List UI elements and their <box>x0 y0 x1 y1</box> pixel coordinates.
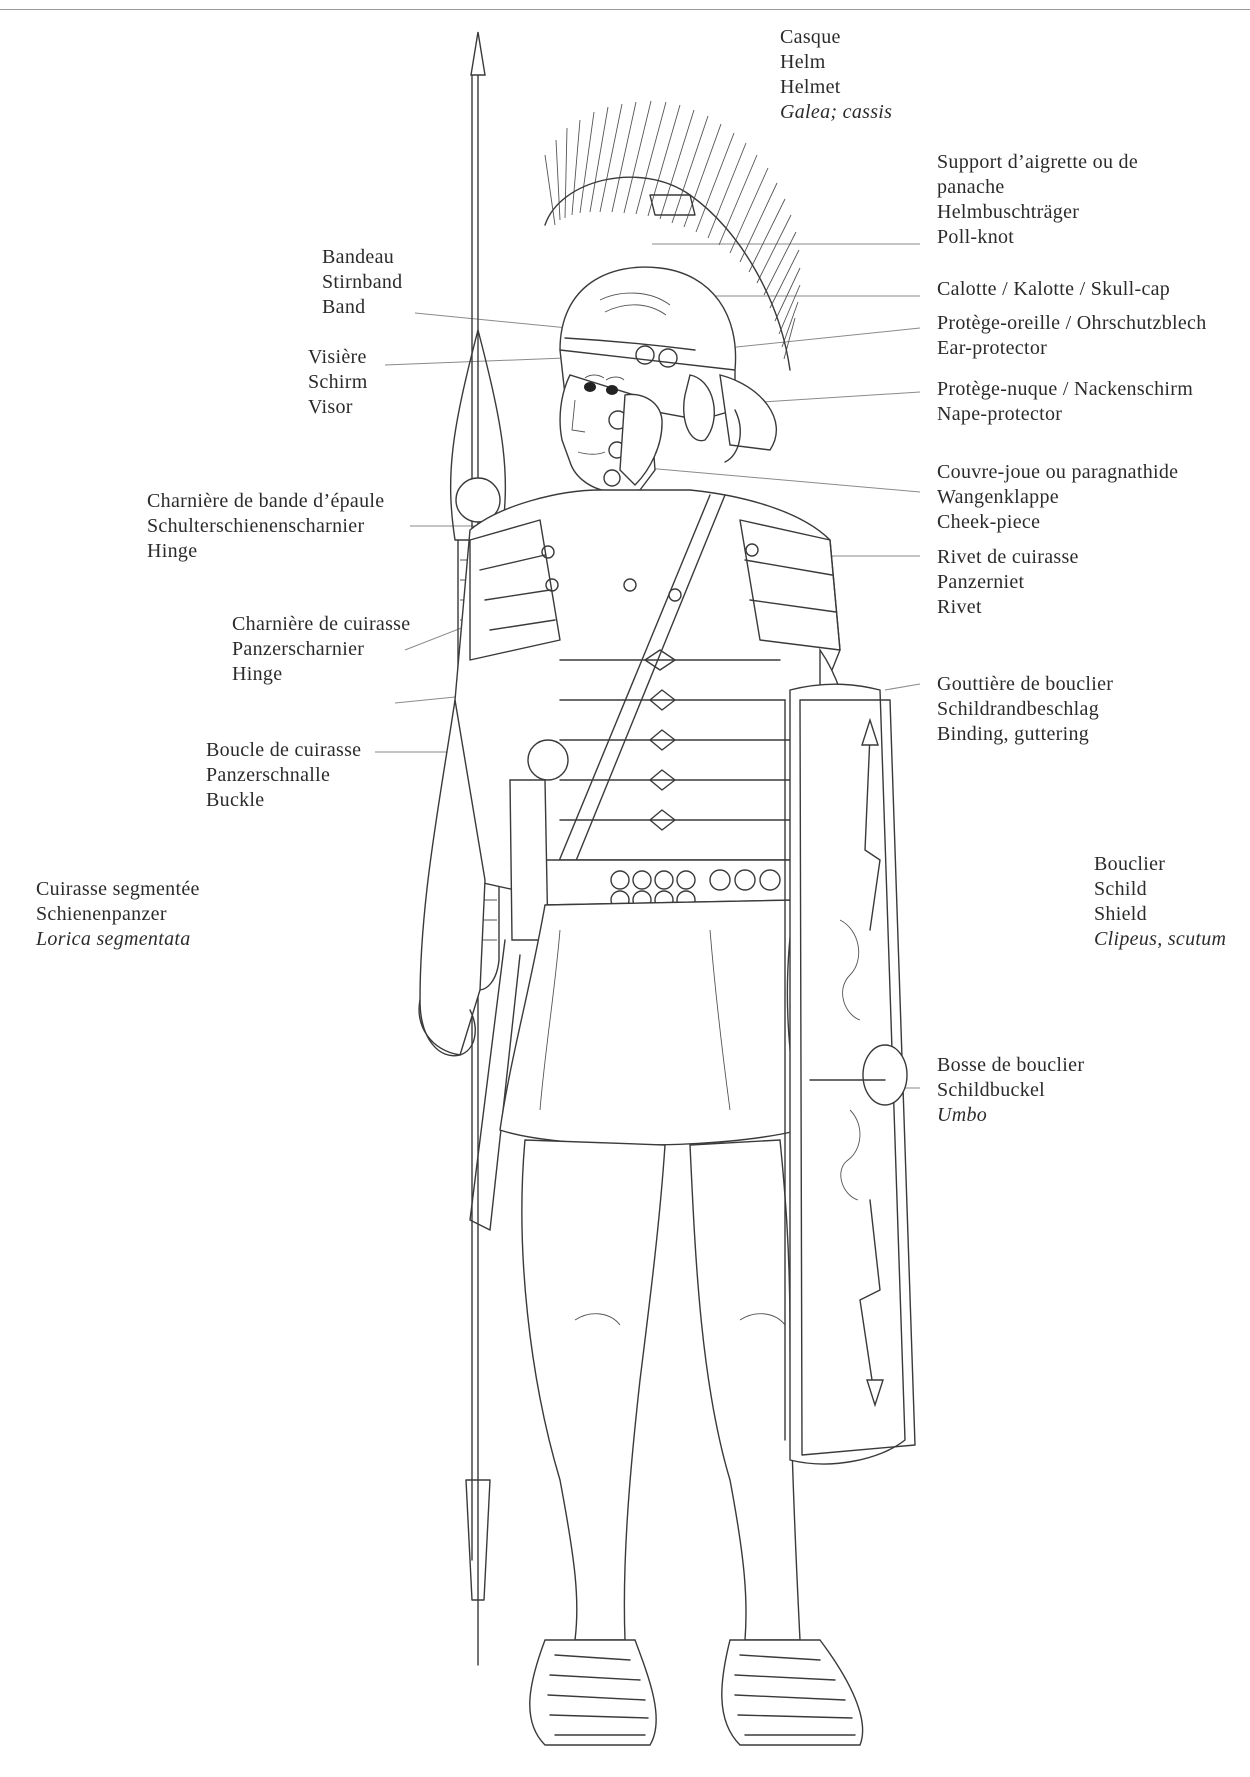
tunic <box>500 900 800 1145</box>
label-nape-protector-en: Nape-protector <box>937 402 1193 427</box>
label-shield-binding-de: Schildrandbeschlag <box>937 697 1113 722</box>
label-helmet-fr: Casque <box>780 25 892 50</box>
label-segmented-cuirass-de: Schienenpanzer <box>36 902 200 927</box>
label-poll-knot-de: Helmbuschträger <box>937 200 1138 225</box>
label-band-en: Band <box>322 295 402 320</box>
label-skull-cap: Calotte / Kalotte / Skull-cap <box>937 277 1170 302</box>
label-band-de: Stirnband <box>322 270 402 295</box>
label-shield-binding-en: Binding, guttering <box>937 722 1113 747</box>
label-cheek-piece-de: Wangenklappe <box>937 485 1178 510</box>
label-shield-boss-fr: Bosse de bouclier <box>937 1053 1084 1078</box>
label-band-fr: Bandeau <box>322 245 402 270</box>
label-shield-boss-la: Umbo <box>937 1103 1084 1128</box>
label-shield-de: Schild <box>1094 877 1226 902</box>
label-segmented-cuirass: Cuirasse segmentée Schienenpanzer Lorica… <box>36 877 200 952</box>
label-rivet-fr: Rivet de cuirasse <box>937 545 1079 570</box>
label-shield-boss-de: Schildbuckel <box>937 1078 1084 1103</box>
label-cuirass-hinge: Charnière de cuirasse Panzerscharnier Hi… <box>232 612 410 687</box>
label-rivet: Rivet de cuirasse Panzerniet Rivet <box>937 545 1079 620</box>
label-nape-protector: Protège-nuque / Nackenschirm Nape-protec… <box>937 377 1193 427</box>
label-cuirass-buckle: Boucle de cuirasse Panzerschnalle Buckle <box>206 738 361 813</box>
label-helmet-la: Galea; cassis <box>780 100 892 125</box>
label-skull-cap-text: Calotte / Kalotte / Skull-cap <box>937 277 1170 302</box>
label-helmet-de: Helm <box>780 50 892 75</box>
label-segmented-cuirass-fr: Cuirasse segmentée <box>36 877 200 902</box>
label-shoulder-hinge: Charnière de bande d’épaule Schulterschi… <box>147 489 384 564</box>
label-shield-binding-fr: Gouttière de bouclier <box>937 672 1113 697</box>
label-helmet: Casque Helm Helmet Galea; cassis <box>780 25 892 125</box>
label-cheek-piece: Couvre-joue ou paragnathide Wangenklappe… <box>937 460 1178 535</box>
label-visor-en: Visor <box>308 395 368 420</box>
label-shield: Bouclier Schild Shield Clipeus, scutum <box>1094 852 1226 952</box>
label-shield-boss: Bosse de bouclier Schildbuckel Umbo <box>937 1053 1084 1128</box>
label-poll-knot: Support d’aigrette ou de panache Helmbus… <box>937 150 1138 250</box>
shield <box>785 684 915 1464</box>
label-cuirass-buckle-de: Panzerschnalle <box>206 763 361 788</box>
label-visor-fr: Visière <box>308 345 368 370</box>
label-cuirass-buckle-en: Buckle <box>206 788 361 813</box>
label-cuirass-buckle-fr: Boucle de cuirasse <box>206 738 361 763</box>
label-cuirass-hinge-fr: Charnière de cuirasse <box>232 612 410 637</box>
label-cuirass-hinge-de: Panzerscharnier <box>232 637 410 662</box>
label-poll-knot-fr-2: panache <box>937 175 1138 200</box>
label-cheek-piece-en: Cheek-piece <box>937 510 1178 535</box>
label-nape-protector-fr-de: Protège-nuque / Nackenschirm <box>937 377 1193 402</box>
label-rivet-de: Panzerniet <box>937 570 1079 595</box>
label-shield-en: Shield <box>1094 902 1226 927</box>
leader-visor <box>385 358 565 365</box>
label-helmet-en: Helmet <box>780 75 892 100</box>
label-visor: Visière Schirm Visor <box>308 345 368 420</box>
label-shield-binding: Gouttière de bouclier Schildrandbeschlag… <box>937 672 1113 747</box>
label-shoulder-hinge-fr: Charnière de bande d’épaule <box>147 489 384 514</box>
sandals <box>530 1640 863 1745</box>
label-cuirass-hinge-en: Hinge <box>232 662 410 687</box>
label-shoulder-hinge-en: Hinge <box>147 539 384 564</box>
label-segmented-cuirass-la: Lorica segmentata <box>36 927 200 952</box>
label-shoulder-hinge-de: Schulterschienenscharnier <box>147 514 384 539</box>
label-cheek-piece-fr: Couvre-joue ou paragnathide <box>937 460 1178 485</box>
label-ear-protector-en: Ear-protector <box>937 336 1207 361</box>
label-poll-knot-en: Poll-knot <box>937 225 1138 250</box>
label-ear-protector-fr-de: Protège-oreille / Ohrschutzblech <box>937 311 1207 336</box>
label-shield-fr: Bouclier <box>1094 852 1226 877</box>
label-visor-de: Schirm <box>308 370 368 395</box>
label-ear-protector: Protège-oreille / Ohrschutzblech Ear-pro… <box>937 311 1207 361</box>
label-band: Bandeau Stirnband Band <box>322 245 402 320</box>
label-shield-la: Clipeus, scutum <box>1094 927 1226 952</box>
legs <box>522 1140 800 1640</box>
label-rivet-en: Rivet <box>937 595 1079 620</box>
label-poll-knot-fr-1: Support d’aigrette ou de <box>937 150 1138 175</box>
leader-cheek-piece <box>612 465 920 492</box>
leader-shield-binding <box>885 684 920 690</box>
